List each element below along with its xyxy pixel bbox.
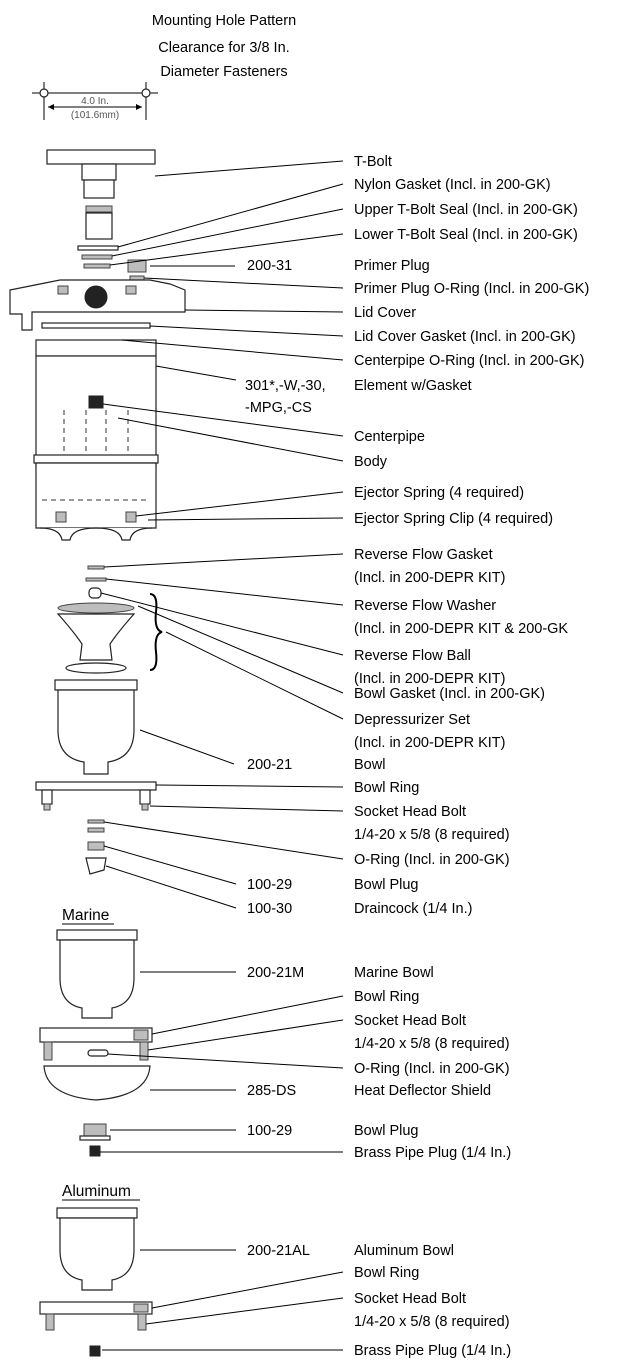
label-aluminum-bowl: Aluminum Bowl — [354, 1243, 454, 1259]
bowl-plug-drawing — [87, 841, 105, 851]
number-element: 301*,-W,-30, — [245, 378, 326, 394]
mounting-title: Mounting Hole Pattern — [152, 13, 296, 29]
label-centerpipe-oring: Centerpipe O-Ring (Incl. in 200-GK) — [354, 353, 585, 369]
label-bowl-ring: Bowl Ring — [354, 780, 419, 796]
nylon-gasket-drawing — [77, 245, 119, 251]
label-aluminum-bowl-ring: Bowl Ring — [354, 1265, 419, 1281]
label-reverse-washer: Reverse Flow Washer — [354, 598, 496, 614]
number-marine-bowl: 200-21M — [247, 965, 304, 981]
heat-shield-drawing — [43, 1065, 151, 1101]
filter-assembly-drawing — [9, 149, 186, 875]
part-labels: T-Bolt Nylon Gasket (Incl. in 200-GK) Up… — [245, 154, 589, 917]
label-aluminum-socket-bolt-2: 1/4-20 x 5/8 (8 required) — [354, 1314, 510, 1330]
lower-seal-drawing — [83, 263, 111, 269]
bowl-ring-drawing — [35, 781, 157, 791]
label-o-ring: O-Ring (Incl. in 200-GK) — [354, 852, 510, 868]
label-bowl: Bowl — [354, 757, 385, 773]
label-reverse-washer-2: (Incl. in 200-DEPR KIT & 200-GK — [354, 621, 568, 637]
brass-pipe-plug-drawing — [89, 1145, 101, 1157]
marine-section: Marine 200-21M Marine Bowl Bowl Ring Soc… — [39, 907, 511, 1161]
label-t-bolt: T-Bolt — [354, 154, 392, 170]
label-reverse-gasket-2: (Incl. in 200-DEPR KIT) — [354, 570, 506, 586]
upper-seal-drawing — [81, 254, 113, 260]
reverse-flow-washer-drawing — [88, 587, 102, 599]
number-primer-plug: 200-31 — [247, 258, 292, 274]
mounting-diameter: Diameter Fasteners — [160, 64, 287, 80]
label-reverse-ball: Reverse Flow Ball — [354, 648, 471, 664]
aluminum-heading: Aluminum — [62, 1183, 131, 1200]
marine-bowl-ring-drawing — [39, 1027, 153, 1043]
element-drawing — [35, 339, 157, 357]
o-ring-drawing — [87, 819, 105, 824]
label-socket-bolt: Socket Head Bolt — [354, 804, 466, 820]
ejector-spring-drawing — [55, 511, 67, 523]
number-marine-bowl-plug: 100-29 — [247, 1123, 292, 1139]
draincock-drawing — [85, 857, 107, 875]
main-leader-lines — [100, 160, 344, 909]
label-lid-gasket: Lid Cover Gasket (Incl. in 200-GK) — [354, 329, 576, 345]
label-lower-seal: Lower T-Bolt Seal (Incl. in 200-GK) — [354, 227, 578, 243]
label-marine-bowl: Marine Bowl — [354, 965, 434, 981]
label-bowl-gasket: Bowl Gasket (Incl. in 200-GK) — [354, 686, 545, 702]
label-marine-socket-bolt: Socket Head Bolt — [354, 1013, 466, 1029]
number-draincock: 100-30 — [247, 901, 292, 917]
label-centerpipe: Centerpipe — [354, 429, 425, 445]
marine-bowl-drawing — [59, 939, 135, 1019]
label-aluminum-pipe-plug: Brass Pipe Plug (1/4 In.) — [354, 1343, 511, 1359]
label-lid-cover: Lid Cover — [354, 305, 416, 321]
t-bolt-drawing — [46, 149, 156, 165]
label-ejector-spring: Ejector Spring (4 required) — [354, 485, 524, 501]
depressurizer-drawing — [56, 613, 136, 661]
bowl-drawing — [57, 689, 135, 775]
label-primer-plug: Primer Plug — [354, 258, 430, 274]
number-aluminum-bowl: 200-21AL — [247, 1243, 310, 1259]
label-depressurizer-2: (Incl. in 200-DEPR KIT) — [354, 735, 506, 751]
label-heat-shield: Heat Deflector Shield — [354, 1083, 491, 1099]
centerpipe-drawing — [88, 395, 104, 409]
number-bowl: 200-21 — [247, 757, 292, 773]
label-reverse-ball-2: (Incl. in 200-DEPR KIT) — [354, 671, 506, 687]
label-marine-bowl-ring: Bowl Ring — [354, 989, 419, 1005]
label-depressurizer: Depressurizer Set — [354, 712, 470, 728]
label-marine-o-ring: O-Ring (Incl. in 200-GK) — [354, 1061, 510, 1077]
aluminum-bowl-drawing — [59, 1217, 135, 1291]
label-aluminum-socket-bolt: Socket Head Bolt — [354, 1291, 466, 1307]
aluminum-section: Aluminum 200-21AL Aluminum Bowl Bowl Rin… — [39, 1183, 511, 1359]
label-primer-oring: Primer Plug O-Ring (Incl. in 200-GK) — [354, 281, 589, 297]
label-upper-seal: Upper T-Bolt Seal (Incl. in 200-GK) — [354, 202, 578, 218]
label-body: Body — [354, 454, 388, 470]
primer-plug-drawing — [127, 259, 147, 273]
number-element-2: -MPG,-CS — [245, 400, 312, 416]
mounting-clearance: Clearance for 3/8 In. — [158, 40, 289, 56]
label-marine-pipe-plug: Brass Pipe Plug (1/4 In.) — [354, 1145, 511, 1161]
label-ejector-clip: Ejector Spring Clip (4 required) — [354, 511, 553, 527]
label-reverse-gasket: Reverse Flow Gasket — [354, 547, 493, 563]
reverse-flow-gasket-drawing — [87, 565, 105, 570]
marine-bowl-plug-drawing — [83, 1123, 107, 1137]
number-bowl-plug: 100-29 — [247, 877, 292, 893]
dimension-metric: (101.6mm) — [71, 110, 119, 121]
marine-heading: Marine — [62, 907, 109, 924]
lid-gasket-drawing — [41, 322, 151, 329]
number-heat-shield: 285-DS — [247, 1083, 296, 1099]
label-element: Element w/Gasket — [354, 378, 472, 394]
label-marine-socket-bolt-2: 1/4-20 x 5/8 (8 required) — [354, 1036, 510, 1052]
body-drawing — [35, 355, 157, 469]
label-draincock: Draincock (1/4 In.) — [354, 901, 472, 917]
label-socket-bolt-2: 1/4-20 x 5/8 (8 required) — [354, 827, 510, 843]
dimension-value: 4.0 In. — [81, 96, 109, 107]
label-nylon-gasket: Nylon Gasket (Incl. in 200-GK) — [354, 177, 551, 193]
aluminum-pipe-plug-drawing — [89, 1345, 101, 1357]
mounting-dimension: 4.0 In. (101.6mm) — [32, 82, 158, 121]
label-bowl-plug: Bowl Plug — [354, 877, 418, 893]
label-marine-bowl-plug: Bowl Plug — [354, 1123, 418, 1139]
